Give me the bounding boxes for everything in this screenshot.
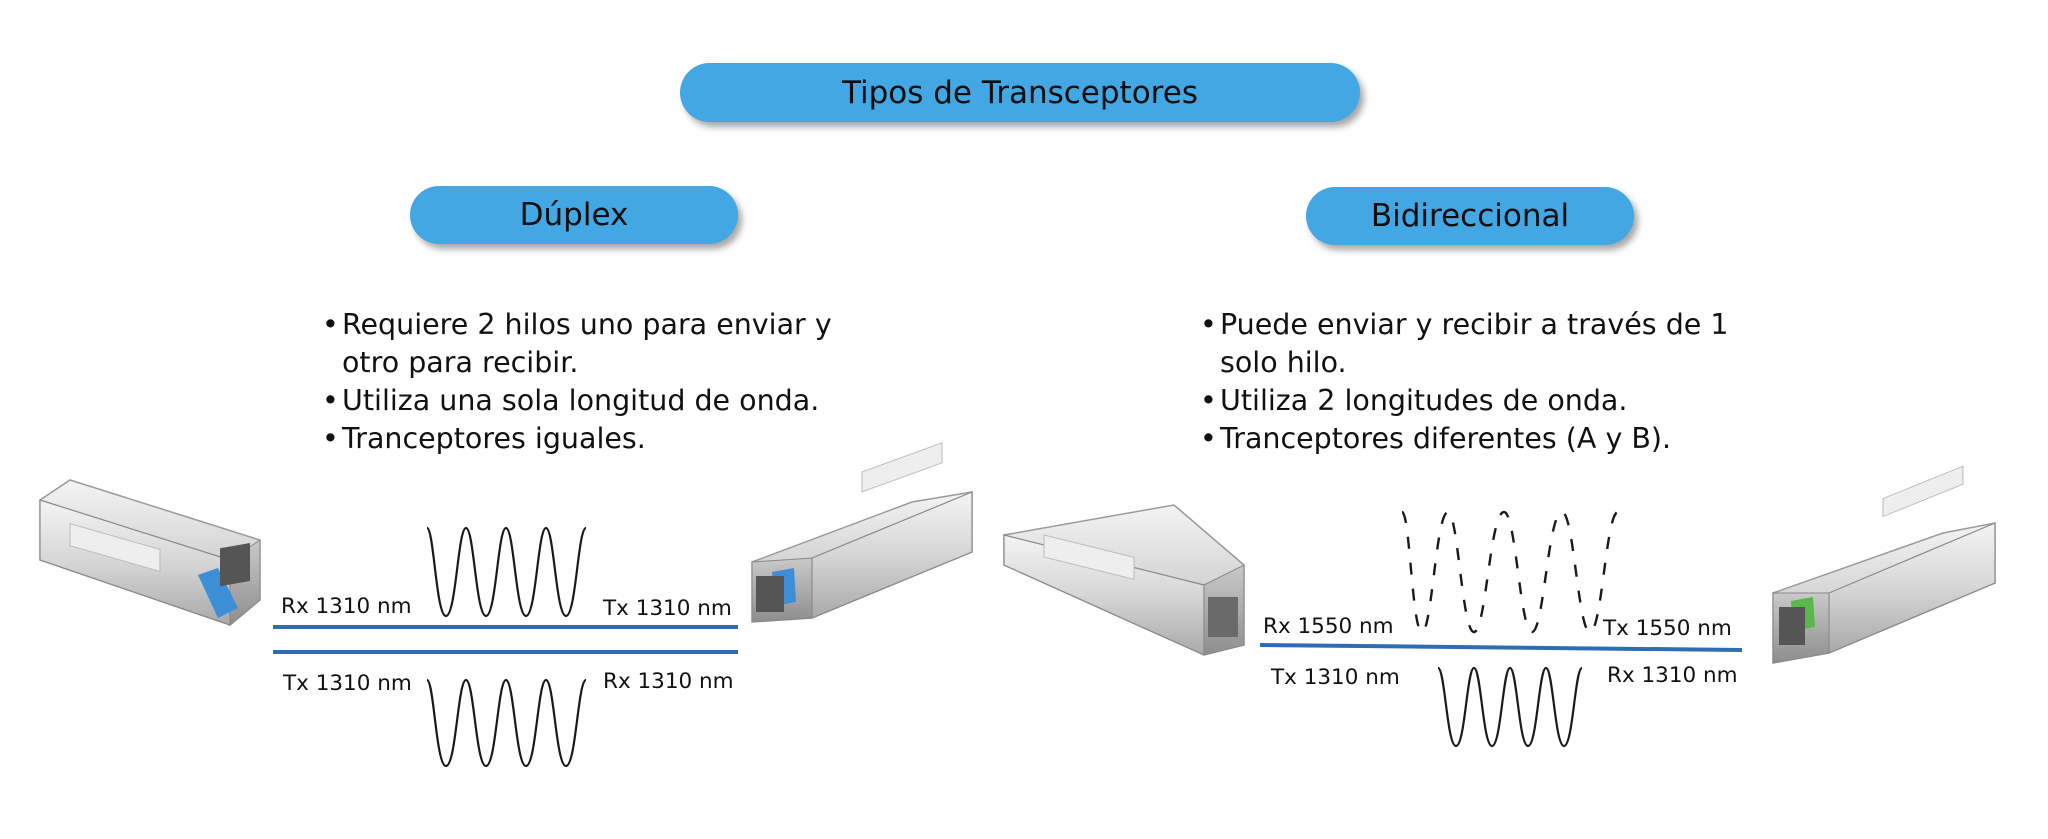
duplex-heading-pill: Dúplex: [410, 186, 738, 244]
bidirectional-fiber: [1259, 643, 1743, 652]
bidirectional-label-top-left: Rx 1550 nm: [1263, 614, 1394, 639]
duplex-label-top-right: Tx 1310 nm: [603, 596, 732, 621]
duplex-bullet: Tranceptores iguales.: [322, 420, 882, 458]
bidirectional-label-bottom-right: Rx 1310 nm: [1607, 663, 1738, 688]
duplex-label-bottom-left: Tx 1310 nm: [283, 671, 412, 696]
bidirectional-bullet-list: Puede enviar y recibir a través de 1 sol…: [1200, 306, 1760, 458]
duplex-bullet-list: Requiere 2 hilos uno para enviar y otro …: [322, 306, 882, 458]
sine-wave-icon: [1436, 666, 1584, 748]
bidirectional-heading: Bidireccional: [1370, 198, 1570, 234]
sine-wave-icon: [425, 678, 588, 768]
bidirectional-bullet: Puede enviar y recibir a través de 1 sol…: [1200, 306, 1760, 382]
bidirectional-heading-pill: Bidireccional: [1306, 187, 1634, 245]
bidirectional-label-bottom-left: Tx 1310 nm: [1271, 665, 1400, 690]
sfp-transceiver-module-icon: [751, 442, 973, 623]
duplex-heading: Dúplex: [519, 197, 629, 233]
sfp-transceiver-module-icon: [39, 479, 261, 627]
duplex-bullet: Requiere 2 hilos uno para enviar y otro …: [322, 306, 882, 382]
bidirectional-label-top-right: Tx 1550 nm: [1603, 616, 1732, 641]
sine-wave-icon: [425, 526, 588, 618]
title-pill: Tipos de Transceptores: [680, 63, 1360, 122]
page-title: Tipos de Transceptores: [842, 74, 1198, 111]
sfp-transceiver-module-icon: [1003, 504, 1245, 656]
duplex-bullet: Utiliza una sola longitud de onda.: [322, 382, 882, 420]
bidirectional-bullet: Utiliza 2 longitudes de onda.: [1200, 382, 1760, 420]
bidirectional-bullet: Tranceptores diferentes (A y B).: [1200, 420, 1760, 458]
dashed-sine-wave-icon: [1400, 510, 1620, 634]
duplex-label-bottom-right: Rx 1310 nm: [603, 669, 734, 694]
sfp-transceiver-module-icon: [1772, 465, 1996, 664]
duplex-label-top-left: Rx 1310 nm: [281, 594, 412, 619]
